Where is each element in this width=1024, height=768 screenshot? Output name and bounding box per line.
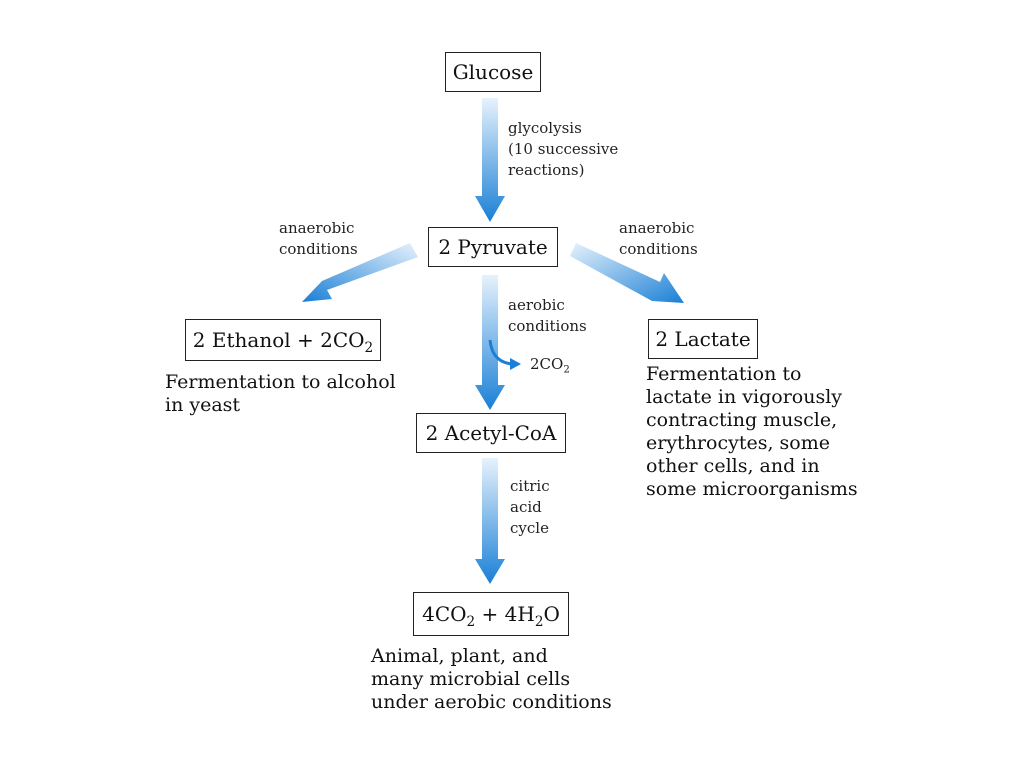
ethanol-node: 2 Ethanol + 2CO2 xyxy=(185,319,381,361)
pyruvate-label: 2 Pyruvate xyxy=(438,235,548,259)
acetyl-coa-label: 2 Acetyl-CoA xyxy=(425,421,557,445)
co2-release-label: 2CO2 xyxy=(530,355,570,376)
alcohol-fermentation-caption: Fermentation to alcohol in yeast xyxy=(165,371,396,416)
final-products-label: 4CO2 + 4H2O xyxy=(422,602,560,630)
glucose-label: Glucose xyxy=(452,60,534,84)
glycolysis-arrow xyxy=(475,98,505,222)
glycolysis-label: glycolysis (10 successive reactions) xyxy=(508,119,619,179)
pyruvate-node: 2 Pyruvate xyxy=(428,227,558,267)
lactate-label: 2 Lactate xyxy=(655,327,751,351)
acetyl-coa-node: 2 Acetyl-CoA xyxy=(416,413,566,453)
citric-acid-cycle-arrow xyxy=(475,458,505,584)
lactate-node: 2 Lactate xyxy=(648,319,758,359)
citric-acid-cycle-label: citric acid cycle xyxy=(510,477,550,537)
glucose-node: Glucose xyxy=(445,52,541,92)
ethanol-label: 2 Ethanol + 2CO2 xyxy=(192,328,374,356)
final-products-node: 4CO2 + 4H2O xyxy=(413,592,569,636)
lactate-fermentation-caption: Fermentation to lactate in vigorously co… xyxy=(646,363,858,500)
anaerobic-left-arrow xyxy=(302,243,418,302)
anaerobic-right-label: anaerobic conditions xyxy=(619,219,698,258)
co2-release-arrow xyxy=(488,339,513,366)
aerobic-label: aerobic conditions xyxy=(508,296,587,335)
anaerobic-right-arrow xyxy=(570,243,684,303)
co2-release-arrowhead xyxy=(510,358,521,370)
aerobic-cells-caption: Animal, plant, and many microbial cells … xyxy=(371,645,612,713)
anaerobic-left-label: anaerobic conditions xyxy=(279,219,358,258)
